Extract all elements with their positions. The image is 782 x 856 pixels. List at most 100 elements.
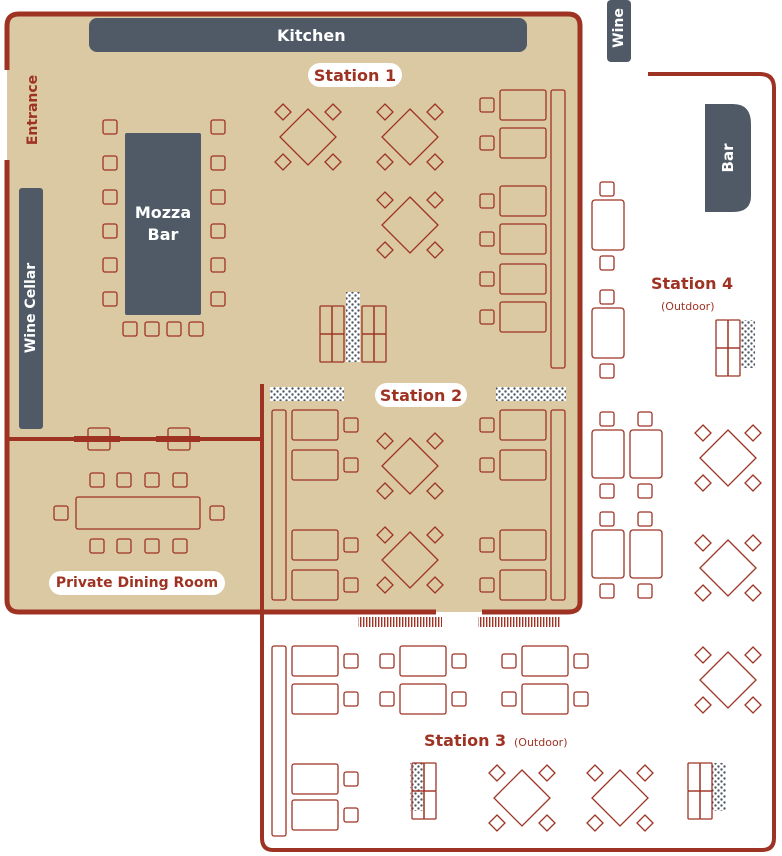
booth-table [291, 529, 339, 561]
square-table [381, 531, 439, 589]
wine-cellar-label: Wine Cellar [23, 262, 39, 354]
chair [573, 691, 589, 707]
booth-table [499, 263, 547, 295]
chair [376, 526, 394, 544]
stacked-chair [423, 762, 437, 792]
chair [744, 534, 762, 552]
chair [379, 691, 395, 707]
bar-stool [210, 291, 226, 307]
divider [410, 763, 424, 811]
chair [343, 537, 359, 553]
chair [426, 432, 444, 450]
chair [694, 424, 712, 442]
chair [599, 411, 615, 427]
chair [599, 511, 615, 527]
chair [479, 97, 495, 113]
bar-stool [210, 189, 226, 205]
station-4-note: (Outdoor) [661, 300, 715, 313]
chair [538, 764, 556, 782]
chair [426, 103, 444, 121]
chair [376, 191, 394, 209]
booth-table [291, 683, 339, 715]
booth-table [499, 301, 547, 333]
chair [376, 576, 394, 594]
booth-table [291, 449, 339, 481]
bar-stool [102, 291, 118, 307]
chair [343, 771, 359, 787]
stacked-chair [727, 319, 741, 349]
booth-table [291, 763, 339, 795]
chair [479, 231, 495, 247]
private-dining-label: Private Dining Room [49, 571, 225, 595]
booth-table [499, 449, 547, 481]
divider [741, 320, 755, 368]
chair [144, 538, 160, 554]
chair [501, 653, 517, 669]
chair [744, 696, 762, 714]
chair [89, 472, 105, 488]
chair [343, 577, 359, 593]
stacked-chair [715, 319, 729, 349]
chair [426, 526, 444, 544]
square-table [279, 108, 337, 166]
stacked-chair [687, 790, 701, 820]
stacked-chair [687, 762, 701, 792]
chair [479, 135, 495, 151]
banquette [271, 645, 287, 837]
bar-stool [166, 321, 182, 337]
booth-table [521, 645, 569, 677]
chair [479, 457, 495, 473]
chair [586, 764, 604, 782]
wine-block [607, 0, 631, 62]
chair [694, 646, 712, 664]
divider [346, 292, 360, 362]
chair [637, 483, 653, 499]
chair [694, 534, 712, 552]
doorway-grille [358, 617, 442, 627]
stacked-chair [423, 790, 437, 820]
stacked-chair [373, 333, 387, 363]
chair [343, 807, 359, 823]
mozza-bar-line1: Mozza [134, 203, 192, 222]
chair [599, 181, 615, 197]
chair [744, 424, 762, 442]
booth-table [499, 127, 547, 159]
table [629, 529, 663, 579]
booth-table [399, 645, 447, 677]
bar-stool [210, 119, 226, 135]
chair [274, 153, 292, 171]
chair [479, 193, 495, 209]
patio-wall [260, 72, 776, 852]
table [591, 199, 625, 251]
station-3-note: (Outdoor) [514, 736, 568, 749]
stacked-chair [699, 790, 713, 820]
square-table [699, 651, 757, 709]
booth-table [499, 185, 547, 217]
chair [451, 653, 467, 669]
chair [479, 577, 495, 593]
table [629, 429, 663, 479]
long-table [75, 496, 201, 530]
booth-table [291, 799, 339, 831]
square-table [591, 769, 649, 827]
chair [324, 153, 342, 171]
chair [376, 432, 394, 450]
booth-table [521, 683, 569, 715]
chair [636, 814, 654, 832]
chair [599, 483, 615, 499]
chair [599, 255, 615, 271]
divider [270, 387, 344, 401]
chair [538, 814, 556, 832]
square-table [381, 108, 439, 166]
chair [694, 696, 712, 714]
bar-stool [102, 119, 118, 135]
chair [501, 691, 517, 707]
chair [451, 691, 467, 707]
chair [209, 505, 225, 521]
bar-stool [102, 155, 118, 171]
chair [144, 472, 160, 488]
chair [172, 472, 188, 488]
kitchen-label: Kitchen [277, 26, 346, 45]
bar-label: Bar [719, 143, 737, 173]
